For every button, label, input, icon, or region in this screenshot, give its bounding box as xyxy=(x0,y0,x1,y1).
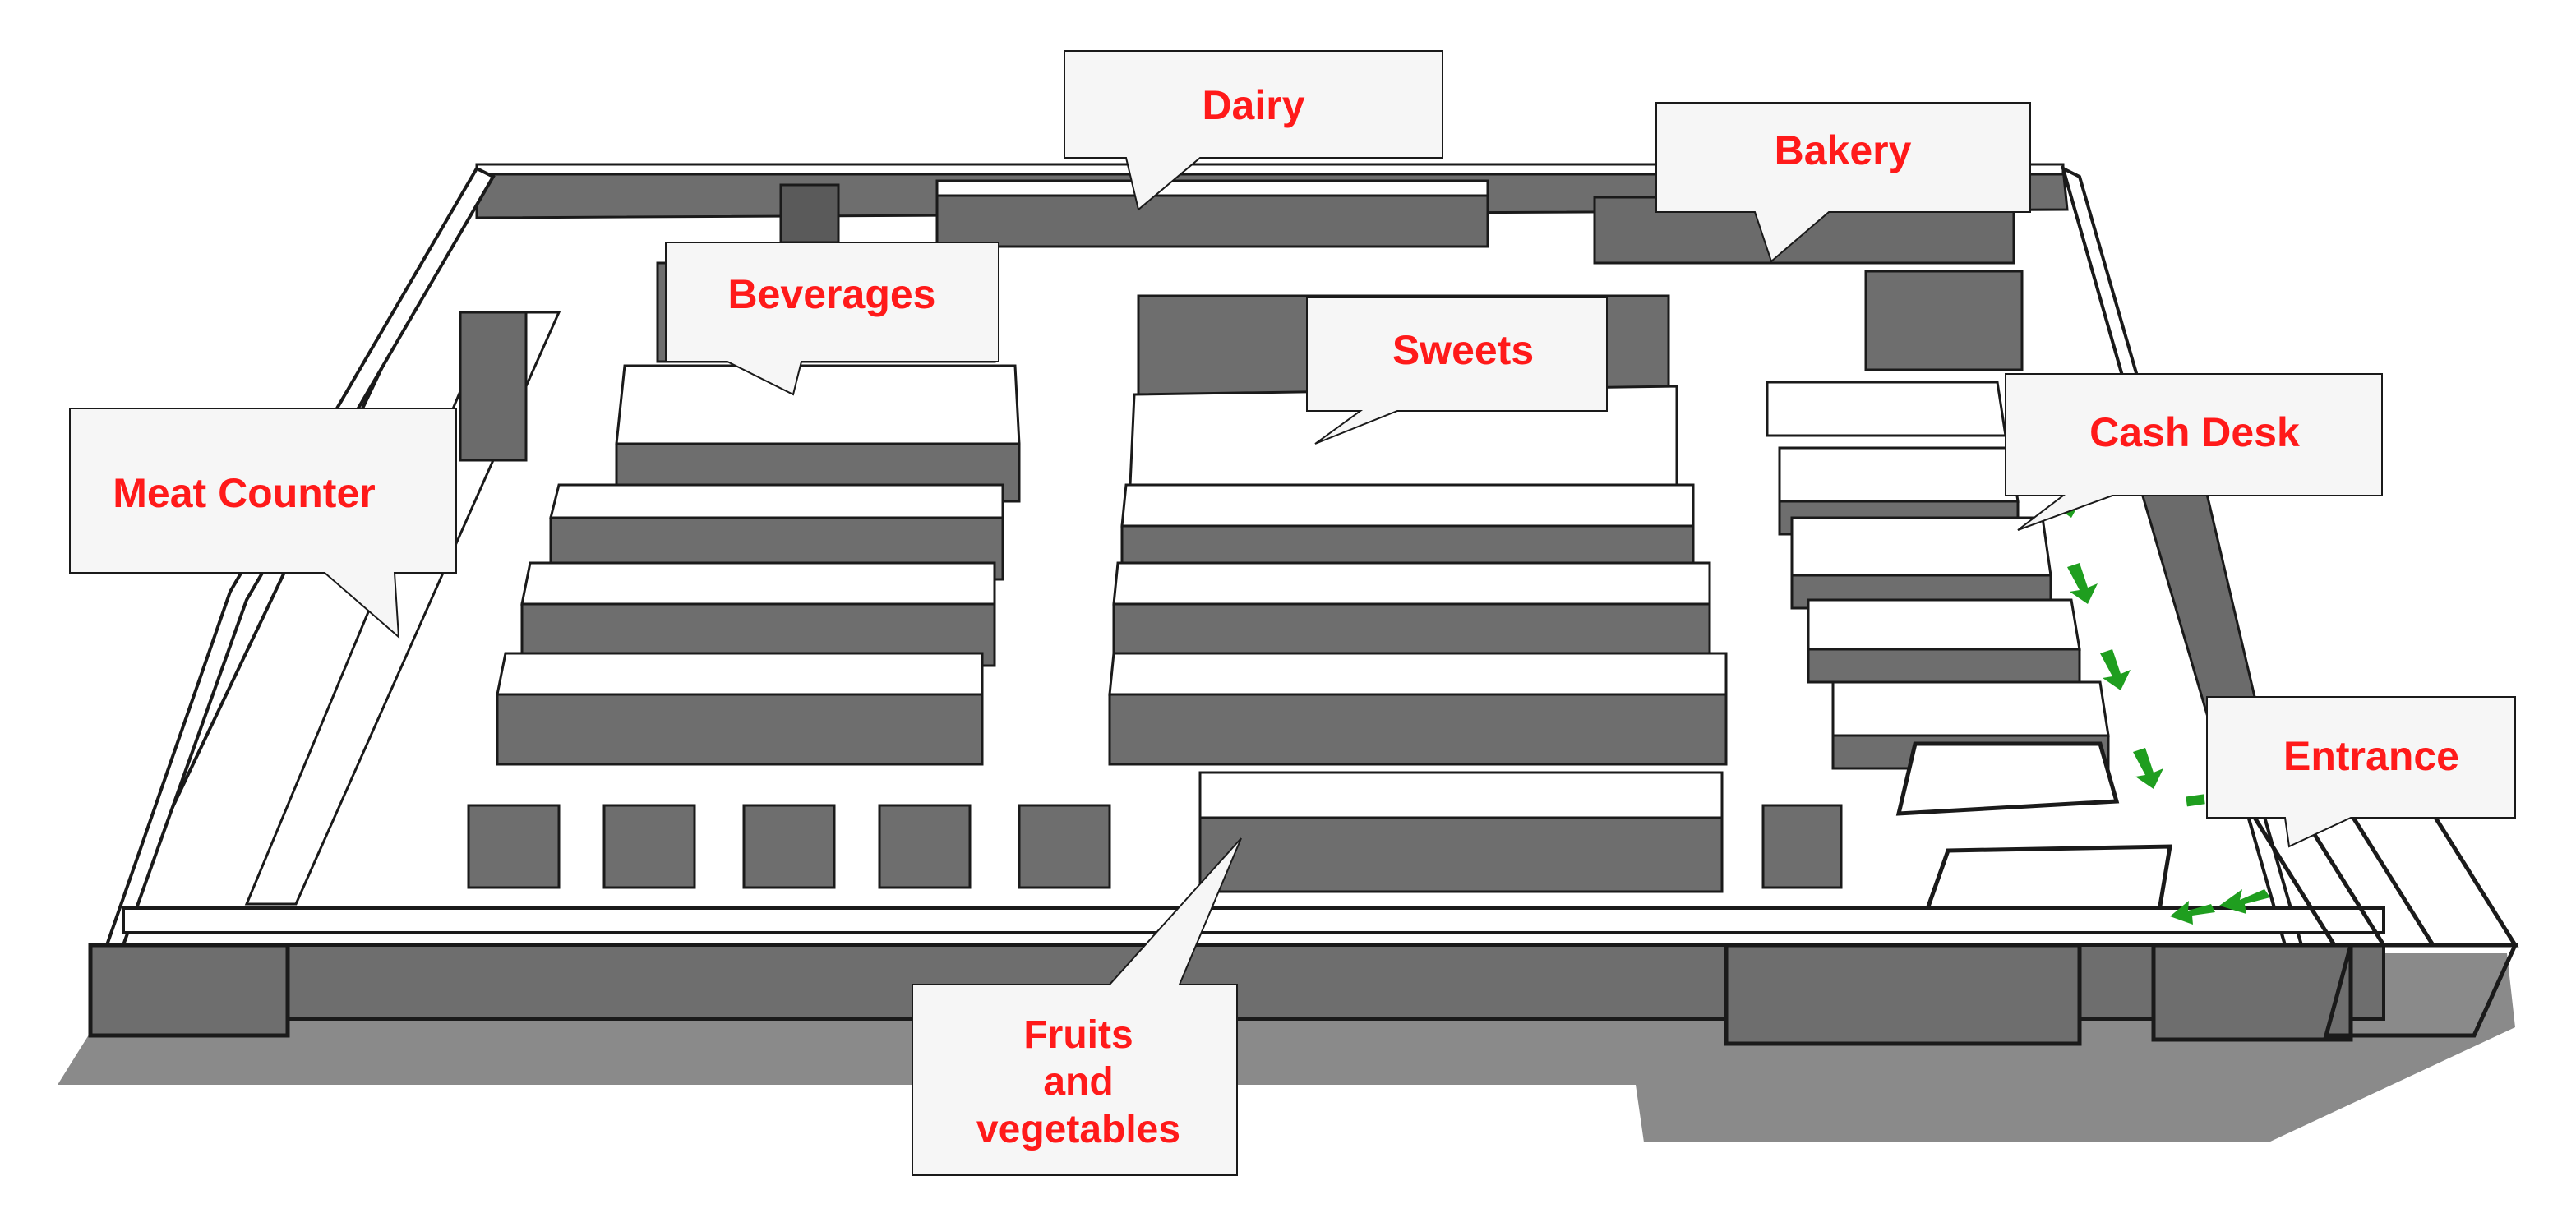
shelf-right-4-side xyxy=(1807,648,2081,684)
callout-bubble xyxy=(665,242,999,396)
crate xyxy=(1761,804,1843,889)
shelf-mid-4-side xyxy=(1108,693,1728,766)
shelf-row-4 xyxy=(496,652,984,696)
crate xyxy=(878,804,972,889)
callout-bubble xyxy=(69,408,457,639)
shelf-row-1 xyxy=(615,364,1021,445)
shelf-right-2 xyxy=(1778,446,2020,503)
callout-bubble xyxy=(1306,297,1608,445)
middle-shelving-block xyxy=(1108,294,1728,893)
callout-meat-counter: Meat Counter xyxy=(69,408,457,639)
produce-table-side xyxy=(1198,816,1724,893)
callout-cash-desk: Cash Desk xyxy=(2005,373,2383,531)
label-fruits-line1: Fruits xyxy=(1023,1013,1133,1057)
callout-sweets: Sweets xyxy=(1306,297,1608,445)
arrow-icon xyxy=(2219,889,2270,914)
produce-crates xyxy=(467,804,1843,889)
callout-bakery: Bakery xyxy=(1655,102,2031,263)
entrance-door-mullion xyxy=(2348,812,2435,947)
shelf-mid-3 xyxy=(1112,561,1711,606)
crate xyxy=(742,804,836,889)
shelf-right-4 xyxy=(1807,598,2081,651)
arrow-icon xyxy=(2170,901,2215,925)
entrance-door-frame xyxy=(2323,943,2518,1038)
front-wall-top xyxy=(122,906,2385,934)
label-bakery: Bakery xyxy=(1775,127,1912,173)
shelf-mid-4 xyxy=(1108,652,1728,696)
arrow-icon xyxy=(2100,649,2131,690)
arrow-icon xyxy=(2186,794,2205,807)
arrow-icon xyxy=(2133,748,2163,789)
shelf-row-3 xyxy=(520,561,996,606)
bakery-display xyxy=(1864,270,2024,371)
label-entrance: Entrance xyxy=(2283,733,2459,779)
label-dairy: Dairy xyxy=(1202,82,1304,128)
callout-bubble xyxy=(1064,50,1443,211)
back-door xyxy=(779,183,840,244)
callout-bubble xyxy=(2005,373,2383,531)
front-left-room xyxy=(88,943,290,1038)
callout-beverages: Beverages xyxy=(665,242,999,396)
meat-counter-cabinet xyxy=(459,311,528,462)
checkout-counters xyxy=(1895,741,2172,923)
front-right-room-2 xyxy=(2151,943,2353,1042)
callout-entrance: Entrance xyxy=(2206,696,2516,848)
shelf-right-5 xyxy=(1831,680,2110,737)
front-right-room xyxy=(1724,943,2082,1046)
shelf-mid-3-side xyxy=(1112,602,1711,659)
arrow-icon xyxy=(2067,563,2098,604)
dairy-fridges-top xyxy=(935,179,1489,197)
label-fruits-line3: vegetables xyxy=(976,1108,1180,1151)
produce-table xyxy=(1198,771,1724,819)
shelf-row-3-side xyxy=(520,602,996,667)
shelf-right-3 xyxy=(1790,516,2052,577)
callout-dairy: Dairy xyxy=(1064,50,1443,211)
shelf-mid-2 xyxy=(1120,483,1695,528)
crate xyxy=(602,804,696,889)
callout-bubble xyxy=(1655,102,2031,263)
shelf-row-2 xyxy=(549,483,1004,519)
shelf-right-1 xyxy=(1766,381,2007,437)
entrance-door-mullion xyxy=(2299,812,2386,947)
label-cash-desk: Cash Desk xyxy=(2089,409,2300,455)
callout-bubble xyxy=(912,837,1242,1176)
crate xyxy=(1018,804,1111,889)
checkout-counter-1 xyxy=(1895,741,2120,816)
right-shelving-block xyxy=(1766,270,2110,770)
crate xyxy=(467,804,561,889)
label-sweets: Sweets xyxy=(1392,327,1534,373)
label-fruits-line2: and xyxy=(1043,1060,1113,1104)
callout-bubble xyxy=(2206,696,2516,848)
label-meat-counter: Meat Counter xyxy=(113,470,375,516)
callout-fruits-vegetables: Fruits and vegetables xyxy=(912,837,1242,1176)
shelf-row-4-side xyxy=(496,693,984,766)
label-beverages: Beverages xyxy=(728,271,936,317)
